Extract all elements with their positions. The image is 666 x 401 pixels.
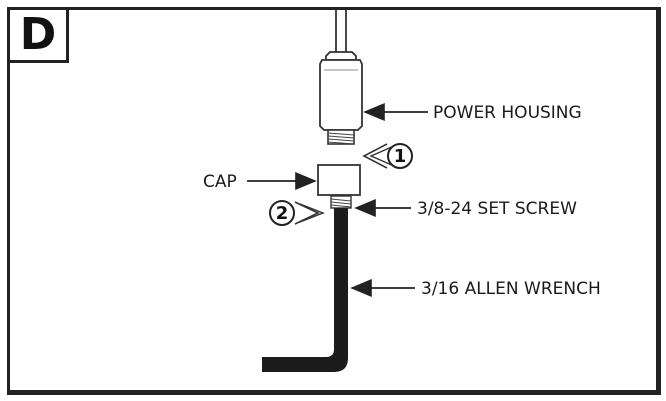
set-screw-label: 3/8-24 SET SCREW xyxy=(417,199,577,219)
cap-label: CAP xyxy=(203,172,237,192)
power-housing-label: POWER HOUSING xyxy=(433,103,582,123)
set-screw xyxy=(330,195,352,209)
housing-threads xyxy=(327,129,355,145)
power-housing xyxy=(319,59,363,131)
step-2-number: 2 xyxy=(276,203,289,224)
step-2-indicator xyxy=(269,200,325,226)
power-cord xyxy=(335,10,347,52)
cap xyxy=(317,164,361,196)
step-1-number: 1 xyxy=(394,146,407,167)
power-housing-boot xyxy=(325,51,357,61)
step-1-indicator xyxy=(362,143,413,169)
panel-letter: D xyxy=(10,10,69,63)
allen-wrench xyxy=(262,208,348,372)
allen-wrench-label: 3/16 ALLEN WRENCH xyxy=(421,279,601,299)
